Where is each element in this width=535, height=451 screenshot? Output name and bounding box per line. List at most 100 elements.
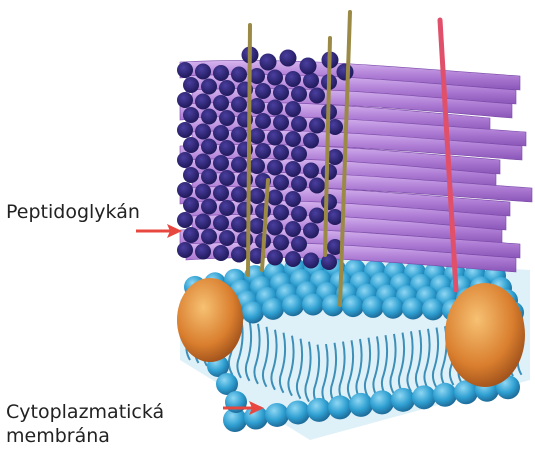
glycan-strand-end bbox=[255, 113, 271, 129]
glycan-strand-end bbox=[201, 169, 217, 185]
glycan-strand-end bbox=[177, 212, 193, 228]
glycan-strand-end bbox=[213, 215, 229, 231]
glycan-strand-end bbox=[249, 128, 265, 144]
glycan-strand-end bbox=[255, 143, 271, 159]
lipid-head bbox=[328, 395, 352, 419]
glycan-strand-end bbox=[309, 178, 325, 194]
glycan-strand-end bbox=[231, 97, 247, 113]
glycan-strand-end bbox=[267, 160, 283, 176]
glycan-strand-end bbox=[183, 197, 199, 213]
glycan-strand-end bbox=[303, 73, 319, 89]
glycan-strand-end bbox=[201, 139, 217, 155]
glycan-strand-end bbox=[195, 184, 211, 200]
glycan-strand-end bbox=[213, 65, 229, 81]
glycan-strand-end bbox=[177, 92, 193, 108]
lipid-head bbox=[370, 390, 394, 414]
glycan-strand-end bbox=[195, 154, 211, 170]
glycan-strand-end bbox=[267, 70, 283, 86]
membrane-protein-right bbox=[445, 283, 525, 387]
lipid-head bbox=[307, 398, 331, 422]
lipid-head bbox=[282, 294, 304, 316]
glycan-strand-end bbox=[249, 158, 265, 174]
lipid-head bbox=[225, 391, 247, 413]
glycan-strand-end bbox=[337, 64, 354, 81]
glycan-strand-end bbox=[285, 131, 301, 147]
glycan-strand-end bbox=[213, 95, 229, 111]
glycan-strand-end bbox=[300, 58, 317, 75]
glycan-strand-end bbox=[177, 122, 193, 138]
glycan-strand-end bbox=[201, 229, 217, 245]
glycan-strand-end bbox=[273, 85, 289, 101]
glycan-strand-end bbox=[291, 236, 307, 252]
lipid-head bbox=[412, 385, 436, 409]
glycan-strand-end bbox=[219, 140, 235, 156]
lipid-head bbox=[402, 298, 424, 320]
lipid-head bbox=[422, 298, 444, 320]
glycan-strand-end bbox=[280, 50, 297, 67]
glycan-strand-end bbox=[213, 245, 229, 261]
glycan-strand-end bbox=[303, 223, 319, 239]
glycan-strand-end bbox=[183, 167, 199, 183]
lipid-head bbox=[262, 298, 284, 320]
lipid-head bbox=[349, 393, 373, 417]
glycan-strand-end bbox=[219, 170, 235, 186]
glycan-strand-end bbox=[219, 200, 235, 216]
glycan-strand-end bbox=[291, 146, 307, 162]
glycan-strand-end bbox=[273, 145, 289, 161]
lipid-head bbox=[433, 383, 457, 407]
glycan-strand-end bbox=[273, 205, 289, 221]
glycan-strand-end bbox=[321, 254, 337, 270]
glycan-strand-end bbox=[273, 235, 289, 251]
lipid-head bbox=[362, 296, 384, 318]
glycan-strand-end bbox=[177, 182, 193, 198]
glycan-strand-end bbox=[267, 190, 283, 206]
glycan-strand-end bbox=[231, 247, 247, 263]
lipid-head bbox=[286, 400, 310, 424]
glycan-strand-end bbox=[303, 163, 319, 179]
glycan-strand-end bbox=[285, 161, 301, 177]
glycan-strand-end bbox=[177, 152, 193, 168]
glycan-strand-end bbox=[177, 242, 193, 258]
glycan-strand-end bbox=[255, 83, 271, 99]
glycan-strand-end bbox=[219, 80, 235, 96]
lipid-head bbox=[391, 388, 415, 412]
glycan-strand-end bbox=[260, 54, 277, 71]
glycan-strand-end bbox=[195, 94, 211, 110]
glycan-strand-end bbox=[285, 71, 301, 87]
peptidoglycan-label: Peptidoglykán bbox=[6, 200, 140, 224]
glycan-strand-end bbox=[267, 100, 283, 116]
glycan-strand-end bbox=[249, 188, 265, 204]
glycan-strand-end bbox=[291, 176, 307, 192]
glycan-strand-end bbox=[213, 185, 229, 201]
glycan-strand-end bbox=[219, 230, 235, 246]
glycan-strand-end bbox=[231, 157, 247, 173]
glycan-strand-end bbox=[327, 149, 343, 165]
glycan-strand-end bbox=[195, 214, 211, 230]
glycan-strand-end bbox=[285, 101, 301, 117]
glycan-strand-end bbox=[201, 109, 217, 125]
lipid-head bbox=[342, 295, 364, 317]
glycan-strand-end bbox=[177, 62, 193, 78]
glycan-strand-end bbox=[249, 98, 265, 114]
glycan-strand-end bbox=[273, 115, 289, 131]
glycan-strand-end bbox=[285, 251, 301, 267]
glycan-strand-end bbox=[183, 77, 199, 93]
glycan-strand-end bbox=[237, 202, 253, 218]
glycan-strand-end bbox=[255, 203, 271, 219]
membrane-label-line2: membrána bbox=[6, 424, 110, 448]
glycan-strand-end bbox=[213, 155, 229, 171]
glycan-strand-end bbox=[267, 220, 283, 236]
lipid-head bbox=[265, 403, 289, 427]
glycan-strand-end bbox=[291, 206, 307, 222]
glycan-strand-end bbox=[195, 64, 211, 80]
glycan-strand-end bbox=[291, 86, 307, 102]
glycan-strand-end bbox=[285, 221, 301, 237]
glycan-strand-end bbox=[201, 79, 217, 95]
lipid-head bbox=[242, 301, 264, 323]
glycan-strand-end bbox=[267, 130, 283, 146]
peptidoglycan-layer bbox=[177, 47, 532, 273]
membrane-label-line1: Cytoplazmatická bbox=[6, 400, 164, 424]
glycan-strand-end bbox=[309, 118, 325, 134]
glycan-strand-end bbox=[267, 250, 283, 266]
